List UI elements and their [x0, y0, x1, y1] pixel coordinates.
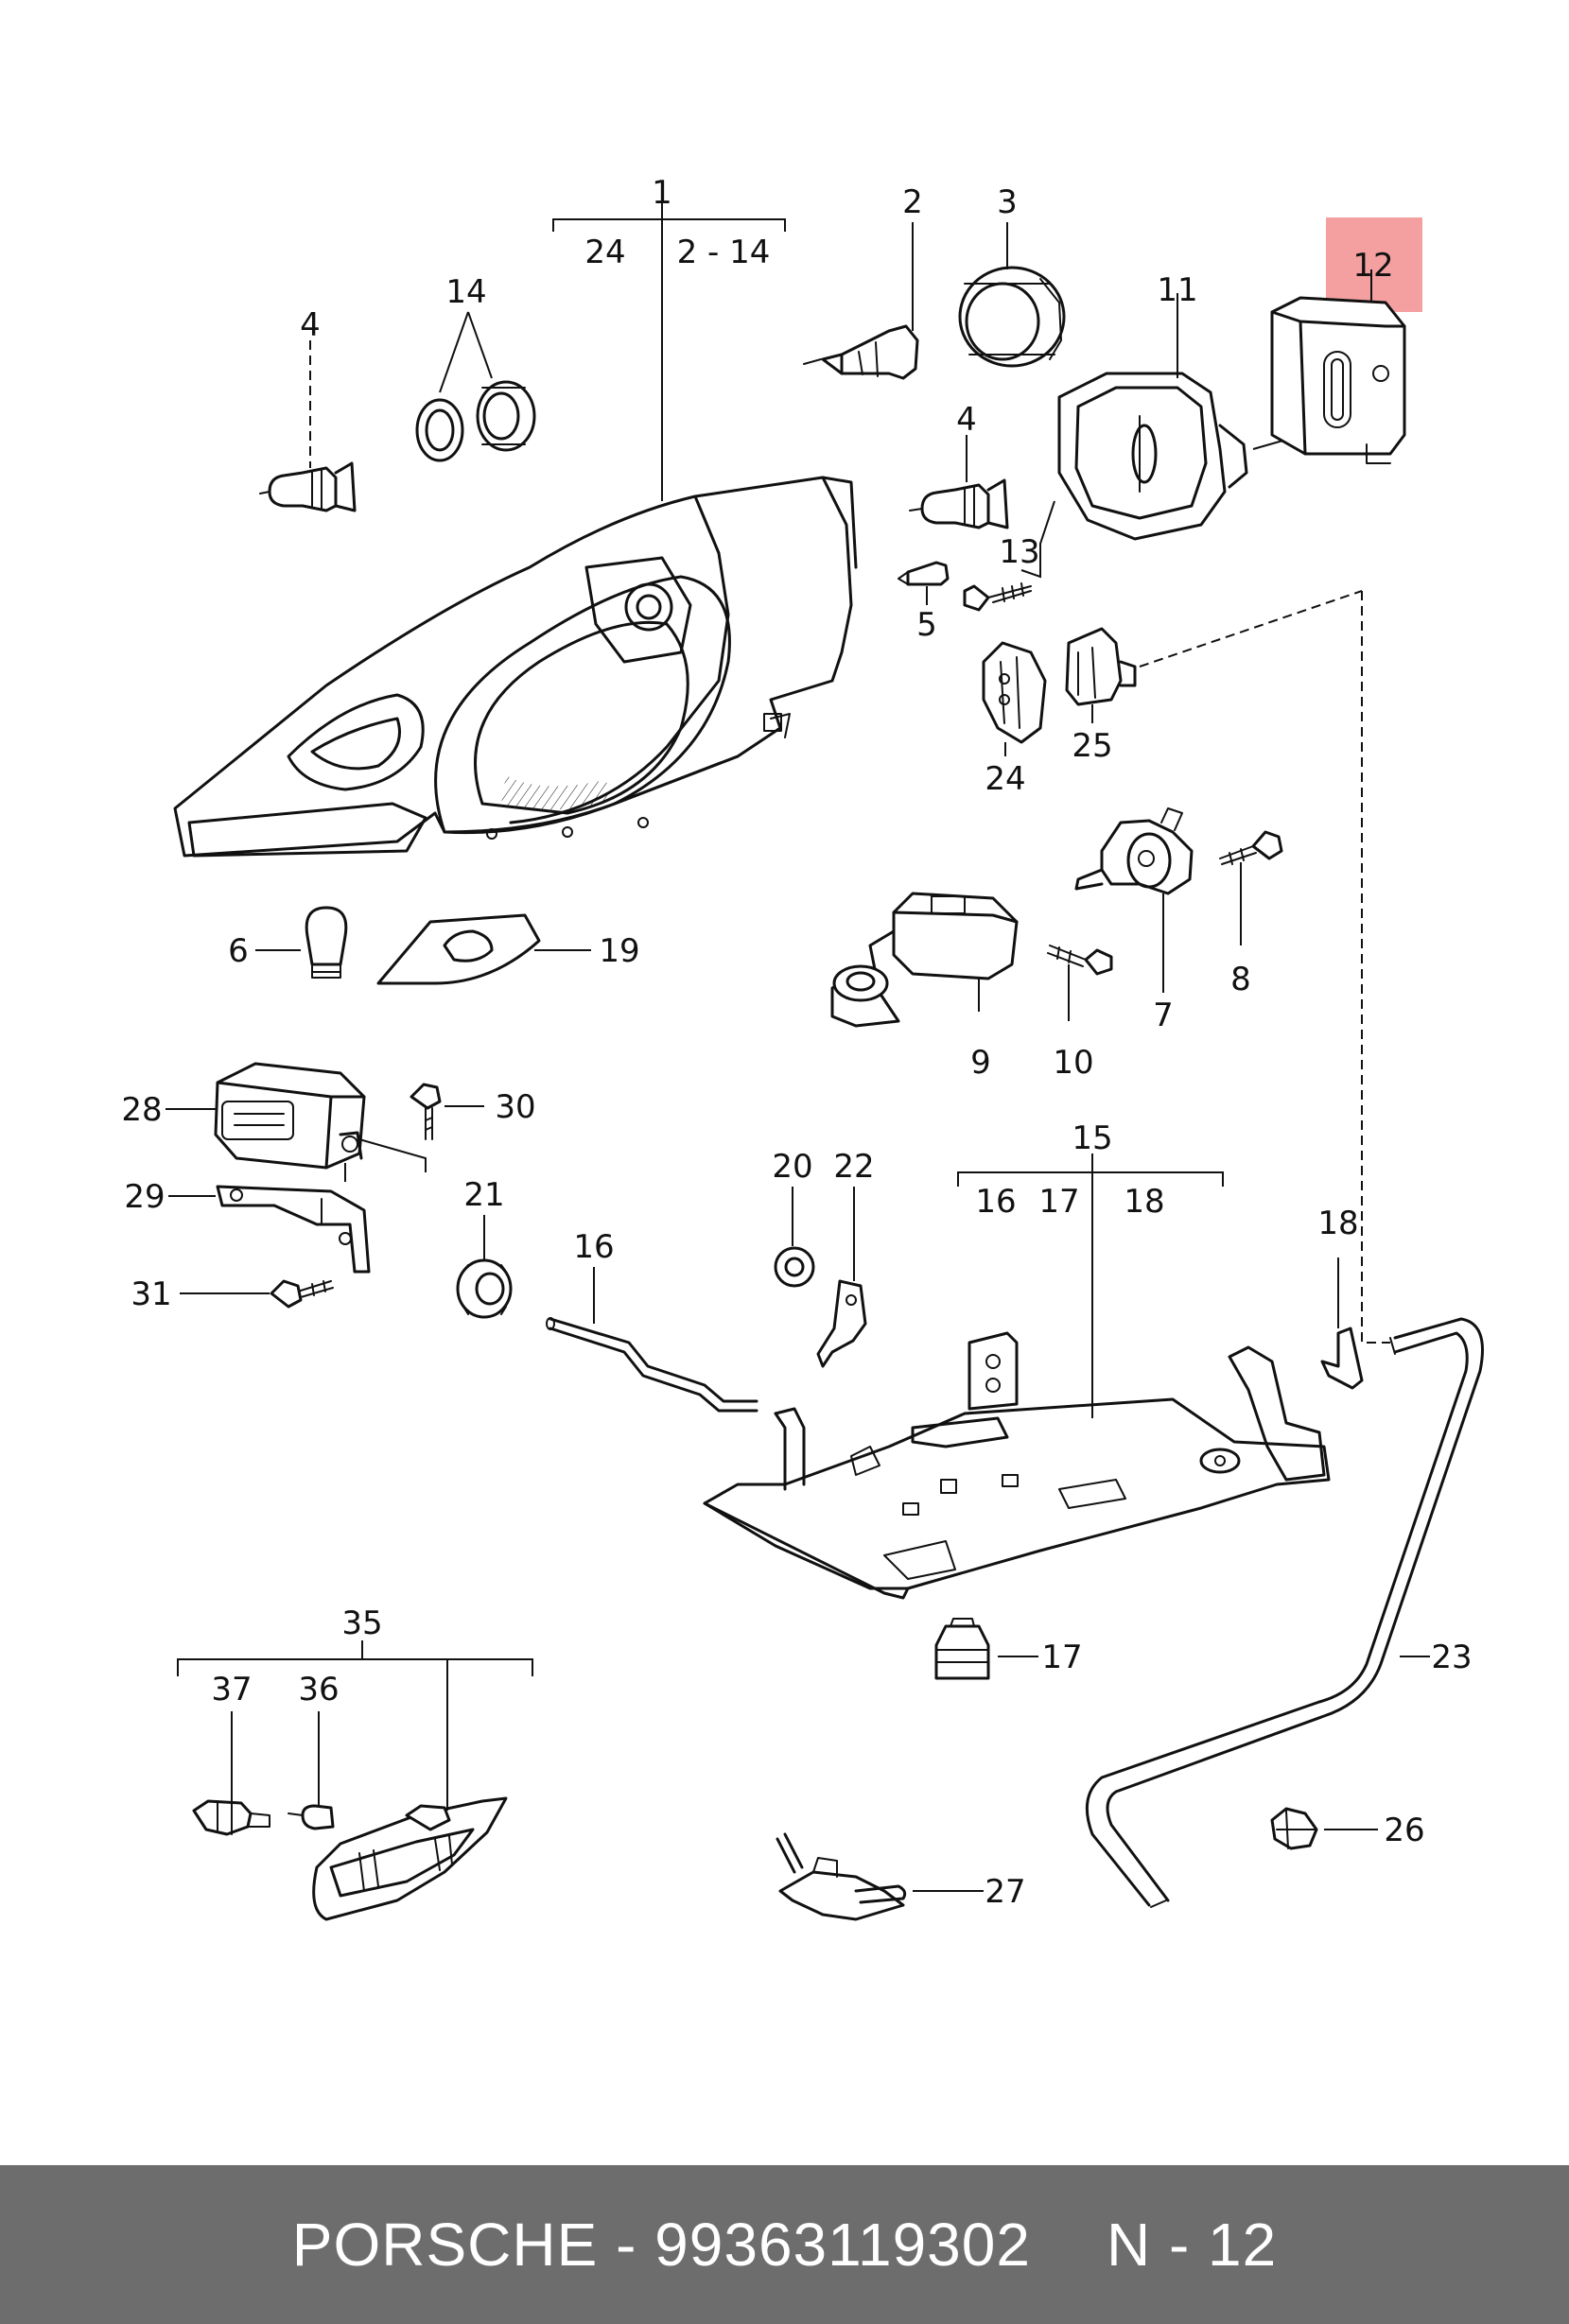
callout-11: 11	[1157, 271, 1197, 309]
ballast-control-unit	[1270, 296, 1406, 464]
bulb-h7-right	[909, 478, 1009, 529]
callout-7: 7	[1153, 997, 1174, 1034]
screw-10	[1047, 945, 1113, 976]
footer-caption-bar: PORSCHE - 99363119302 N - 12	[0, 2165, 1569, 2324]
rubber-buffer-17	[934, 1618, 990, 1680]
footer-position: N - 12	[1106, 2211, 1278, 2279]
footer-part-number: 99363119302	[654, 2211, 1031, 2279]
callout-4: 4	[300, 306, 321, 344]
clip-18	[1320, 1327, 1364, 1390]
callout-21: 21	[463, 1176, 504, 1214]
callout-18-group: 18	[1124, 1183, 1164, 1221]
callout-12: 12	[1352, 247, 1393, 285]
screw-30	[410, 1083, 442, 1140]
callout-17-group: 17	[1038, 1183, 1079, 1221]
callout-2-14: 2 - 14	[677, 234, 771, 271]
turn-signal-bulb	[305, 906, 348, 979]
callout-16: 16	[573, 1228, 614, 1266]
callout-24-connector: 24	[985, 760, 1025, 798]
callout-13: 13	[999, 533, 1039, 571]
parts-diagram: 1 24 2 - 14 4 14 2 3	[121, 174, 1484, 1921]
connector-25	[1065, 627, 1137, 706]
callout-19: 19	[599, 932, 639, 970]
clip-22	[816, 1279, 867, 1368]
nut-20	[774, 1246, 815, 1288]
callout-10: 10	[1053, 1044, 1093, 1082]
callout-23: 23	[1431, 1639, 1472, 1676]
mounting-base-plate	[703, 1331, 1331, 1600]
callout-1: 1	[652, 174, 672, 212]
callout-29: 29	[124, 1178, 165, 1216]
ignitor-housing	[1057, 372, 1248, 541]
mounting-bracket-29	[216, 1185, 371, 1274]
callout-30: 30	[495, 1088, 535, 1126]
bulb-h7-left	[259, 461, 357, 512]
bulb-socket-37	[192, 1799, 270, 1836]
footer-separator: -	[616, 2211, 637, 2279]
hose-23	[1085, 1317, 1484, 1908]
xenon-bulb	[803, 324, 919, 380]
side-marker-light	[312, 1796, 508, 1921]
adjusting-rod-16	[546, 1317, 758, 1413]
callout-3: 3	[997, 183, 1018, 221]
seal-rings	[415, 380, 536, 462]
screw-8	[1219, 830, 1283, 865]
callout-37: 37	[211, 1671, 252, 1708]
headlight-housing	[173, 476, 858, 858]
screw-31	[270, 1279, 334, 1309]
callout-16-group: 16	[975, 1183, 1016, 1221]
callout-17: 17	[1041, 1639, 1082, 1676]
level-sensor	[830, 892, 1019, 1028]
control-module-28	[214, 1062, 366, 1170]
callout-18: 18	[1317, 1205, 1358, 1242]
leveling-motor	[1074, 807, 1194, 895]
grommet-21	[456, 1258, 513, 1319]
callout-26: 26	[1384, 1812, 1424, 1849]
callout-14: 14	[445, 273, 486, 311]
callout-9: 9	[970, 1044, 991, 1082]
callout-28: 28	[121, 1091, 162, 1129]
screw-13	[963, 582, 1032, 612]
wedge-bulb-36	[288, 1804, 335, 1830]
callout-20: 20	[772, 1148, 812, 1186]
footer-brand: PORSCHE	[291, 2211, 599, 2279]
lens-insert	[376, 913, 541, 985]
callout-5: 5	[916, 606, 937, 644]
callout-36: 36	[298, 1671, 339, 1708]
callout-4-right: 4	[956, 401, 977, 439]
highlight-callout-12	[1326, 217, 1422, 312]
hose-clip-26	[1270, 1807, 1318, 1850]
callout-22: 22	[833, 1148, 874, 1186]
callout-25: 25	[1072, 727, 1112, 765]
callout-27: 27	[985, 1873, 1025, 1911]
bulb-retaining-ring	[958, 266, 1066, 368]
callout-31: 31	[131, 1275, 171, 1313]
callout-24: 24	[584, 234, 625, 271]
bracket-27	[776, 1832, 907, 1921]
callout-6: 6	[228, 932, 249, 970]
callout-8: 8	[1230, 961, 1251, 998]
callout-2: 2	[902, 183, 923, 221]
callout-15: 15	[1072, 1119, 1112, 1157]
callout-35: 35	[341, 1604, 382, 1642]
side-bulb	[898, 561, 950, 586]
connector-24	[982, 641, 1047, 744]
